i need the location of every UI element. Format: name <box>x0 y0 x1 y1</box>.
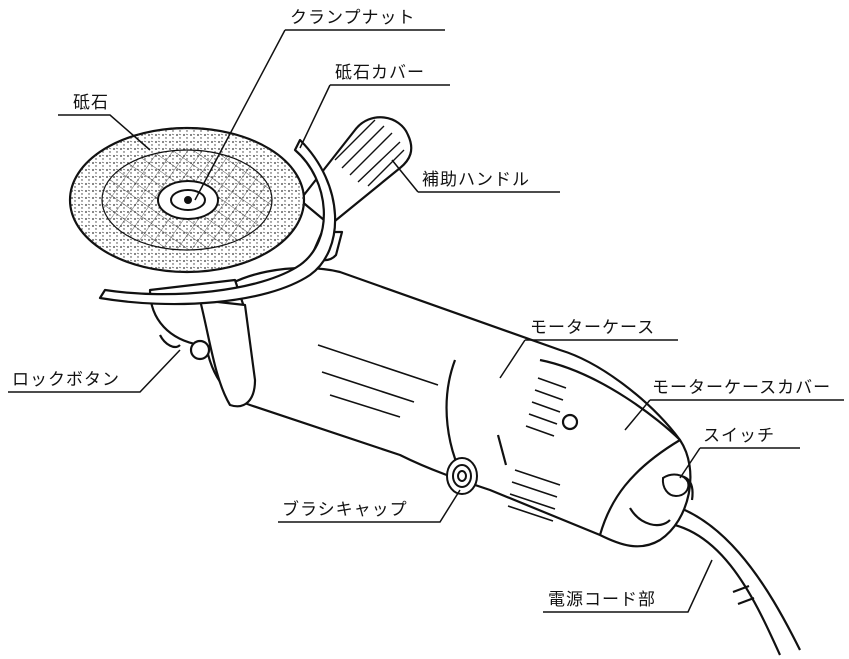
leader-lock-button <box>8 349 181 393</box>
label-side-handle: 補助ハンドル <box>422 170 530 190</box>
leader-lines <box>8 29 844 613</box>
label-lock-button: ロックボタン <box>12 370 120 390</box>
leader-clamp-nut <box>194 29 445 201</box>
wheel-cover <box>98 138 337 306</box>
lock-button-shape <box>189 339 211 361</box>
brush-cap <box>446 457 478 495</box>
label-wheel: 砥石 <box>73 93 109 113</box>
leader-brush-cap <box>278 489 461 523</box>
motor-body <box>203 266 694 548</box>
leader-motor-case <box>499 339 678 379</box>
side-handle <box>298 116 413 262</box>
leader-motor-case-cover <box>624 399 844 431</box>
leader-switch <box>679 447 800 479</box>
label-clamp-nut: クランプナット <box>290 8 416 28</box>
label-motor-case: モーターケース <box>530 318 656 338</box>
leader-side-handle <box>391 159 560 193</box>
switch-shape <box>661 473 690 498</box>
label-brush-cap: ブラシキャップ <box>282 500 408 520</box>
leader-power-cord <box>543 559 713 613</box>
label-motor-case-cover: モーターケースカバー <box>652 378 832 398</box>
leader-wheel <box>58 114 151 151</box>
label-switch: スイッチ <box>703 426 775 446</box>
label-power-cord: 電源コード部 <box>548 590 656 610</box>
label-wheel-cover: 砥石カバー <box>335 63 425 83</box>
leader-wheel-cover <box>299 84 450 149</box>
clamp-nut <box>157 180 219 220</box>
